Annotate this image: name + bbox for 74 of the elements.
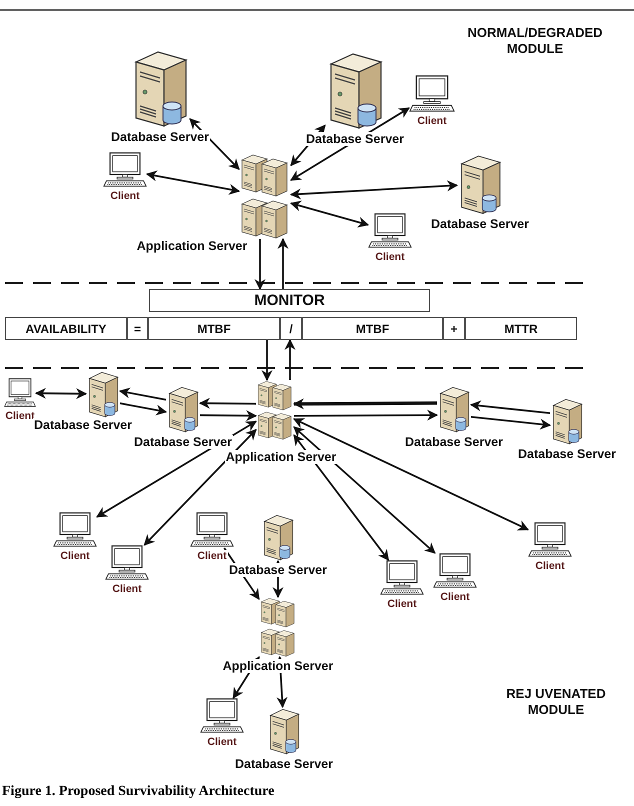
arrow (278, 238, 288, 289)
formula-cell: MTBF (148, 317, 280, 340)
node-caption: Database Server (234, 757, 334, 772)
node-caption: Client (59, 550, 91, 562)
node-caption: Client (534, 560, 566, 572)
node-caption: Client (196, 550, 228, 562)
arrow (293, 434, 390, 561)
node-caption: Database Server (110, 130, 210, 144)
computer-icon (4, 378, 36, 408)
arrow (254, 239, 266, 290)
arrow (200, 410, 258, 422)
arrow (34, 388, 88, 400)
figure-caption: Figure 1. Proposed Survivability Architecture (2, 784, 274, 800)
application-server-icon (256, 380, 294, 440)
node-caption: Client (439, 591, 471, 604)
node-caption: Application Server (222, 659, 334, 674)
arrow (198, 398, 256, 409)
arrow (284, 338, 296, 380)
computer-icon (200, 698, 244, 734)
computer-icon (190, 512, 234, 548)
node-caption: Client (109, 190, 141, 202)
node-caption: Database Server (133, 435, 233, 450)
arrow (293, 426, 436, 554)
database-server-icon (166, 385, 200, 433)
application-server-icon (259, 597, 297, 657)
node-caption: Client (386, 598, 418, 610)
node-caption: Client (4, 410, 36, 422)
arrow (96, 420, 257, 518)
database-server-icon (437, 385, 471, 433)
node-caption: Database Server (430, 217, 530, 232)
node-caption: Database Server (305, 132, 405, 146)
computer-icon (409, 75, 455, 113)
node-caption: Client (374, 251, 406, 264)
arrow (146, 170, 240, 195)
node-caption: Database Server (33, 418, 133, 432)
arrow (470, 400, 550, 414)
computer-icon (105, 545, 149, 581)
arrow (118, 388, 166, 401)
computer-icon (53, 512, 97, 548)
database-server-icon (550, 397, 584, 445)
database-server-icon (86, 370, 120, 418)
formula-cell: + (443, 317, 465, 340)
arrow (292, 398, 438, 410)
database-server-icon (261, 513, 295, 561)
formula-cell: = (127, 317, 148, 340)
computer-icon (528, 522, 572, 558)
formula-cell: / (280, 317, 302, 340)
formula-cell: AVAILABILITY (5, 317, 127, 340)
arrow (293, 418, 529, 530)
module-label: NORMAL/DEGRADED MODULE (466, 25, 604, 58)
formula-cell: MTBF (302, 317, 443, 340)
arrow (262, 340, 272, 382)
monitor-box: MONITOR (149, 289, 430, 312)
formula-cell: MTTR (465, 317, 577, 340)
node-caption: Client (416, 115, 448, 128)
arrow (290, 200, 370, 228)
node-caption: Application Server (224, 450, 338, 464)
computer-icon (103, 152, 147, 188)
arrow (470, 416, 552, 430)
computer-icon (433, 553, 477, 589)
node-caption: Client (206, 736, 238, 748)
database-server-icon (267, 707, 301, 755)
arrow (290, 180, 458, 200)
node-caption: Database Server (228, 563, 328, 578)
node-caption: Application Server (136, 239, 248, 254)
arrow (144, 428, 257, 546)
arrow (294, 410, 438, 421)
computer-icon (380, 560, 424, 596)
node-caption: Database Server (517, 447, 617, 462)
module-label: REJ UVENATED MODULE (505, 686, 607, 718)
arrow (120, 402, 168, 416)
computer-icon (368, 213, 412, 249)
node-caption: Database Server (404, 435, 504, 450)
node-caption: Client (111, 583, 143, 596)
